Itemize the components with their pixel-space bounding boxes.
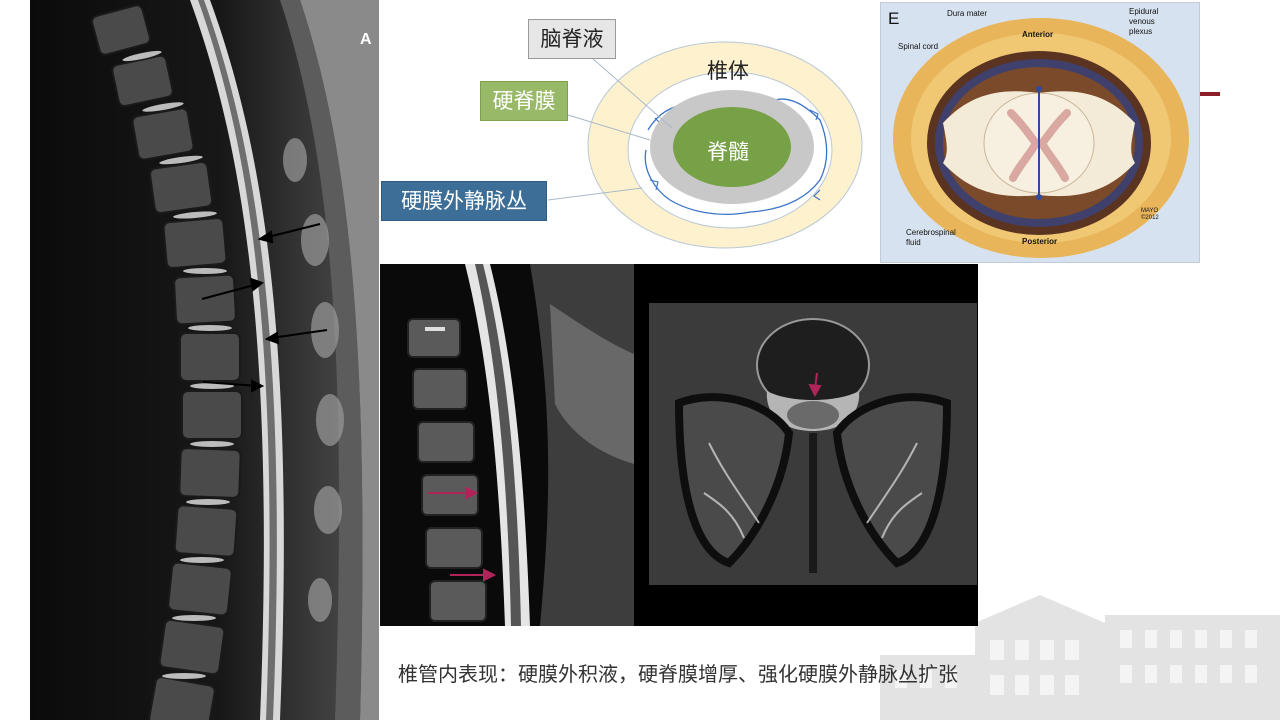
magenta-arrows (428, 486, 497, 582)
arrow-markers (201, 223, 328, 393)
magenta-arrow-axial (808, 372, 822, 398)
accent-dash (1200, 92, 1220, 96)
label-venous: venous (1129, 17, 1155, 26)
label-cerebrospinal: Cerebrospinal (906, 228, 956, 237)
panel-label-e: E (888, 9, 900, 28)
callout-csf: 脑脊液 (528, 19, 616, 59)
label-spinal-cord-en: Spinal cord (898, 42, 939, 51)
spinal-canal-diagram: 脑脊液 硬脊膜 硬膜外静脉丛 椎体 脊髓 (380, 0, 880, 262)
panel-label-a: A (360, 31, 372, 48)
mri-sagittal-cervical (380, 264, 634, 626)
caption-text: 椎管内表现：硬膜外积液，硬脊膜增厚、强化硬膜外静脉丛扩张 (398, 662, 958, 686)
mri-sagittal-thoracic: A (30, 0, 379, 720)
label-anterior: Anterior (1022, 30, 1054, 39)
label-dura-mater: Dura mater (947, 9, 988, 18)
label-plexus: plexus (1129, 27, 1153, 36)
spinal-cord-shape (673, 107, 791, 187)
anatomy-illustration-e: E Dura mater Epidural venous plexus Ante… (880, 2, 1200, 263)
label-epidural: Epidural (1129, 7, 1159, 16)
label-mayo: MAYO (1141, 208, 1159, 214)
mri-axial-frame (634, 264, 978, 626)
label-mayo-year: ©2012 (1141, 215, 1159, 221)
callout-venous-plexus: 硬膜外静脉丛 (381, 181, 547, 221)
label-posterior: Posterior (1022, 237, 1058, 246)
callout-dura: 硬脊膜 (480, 81, 568, 121)
building-watermark (880, 585, 1280, 720)
label-spinal-cord: 脊髓 (707, 140, 749, 164)
label-fluid: fluid (906, 238, 921, 247)
label-vertebra: 椎体 (707, 59, 749, 83)
mri-axial (649, 303, 977, 585)
